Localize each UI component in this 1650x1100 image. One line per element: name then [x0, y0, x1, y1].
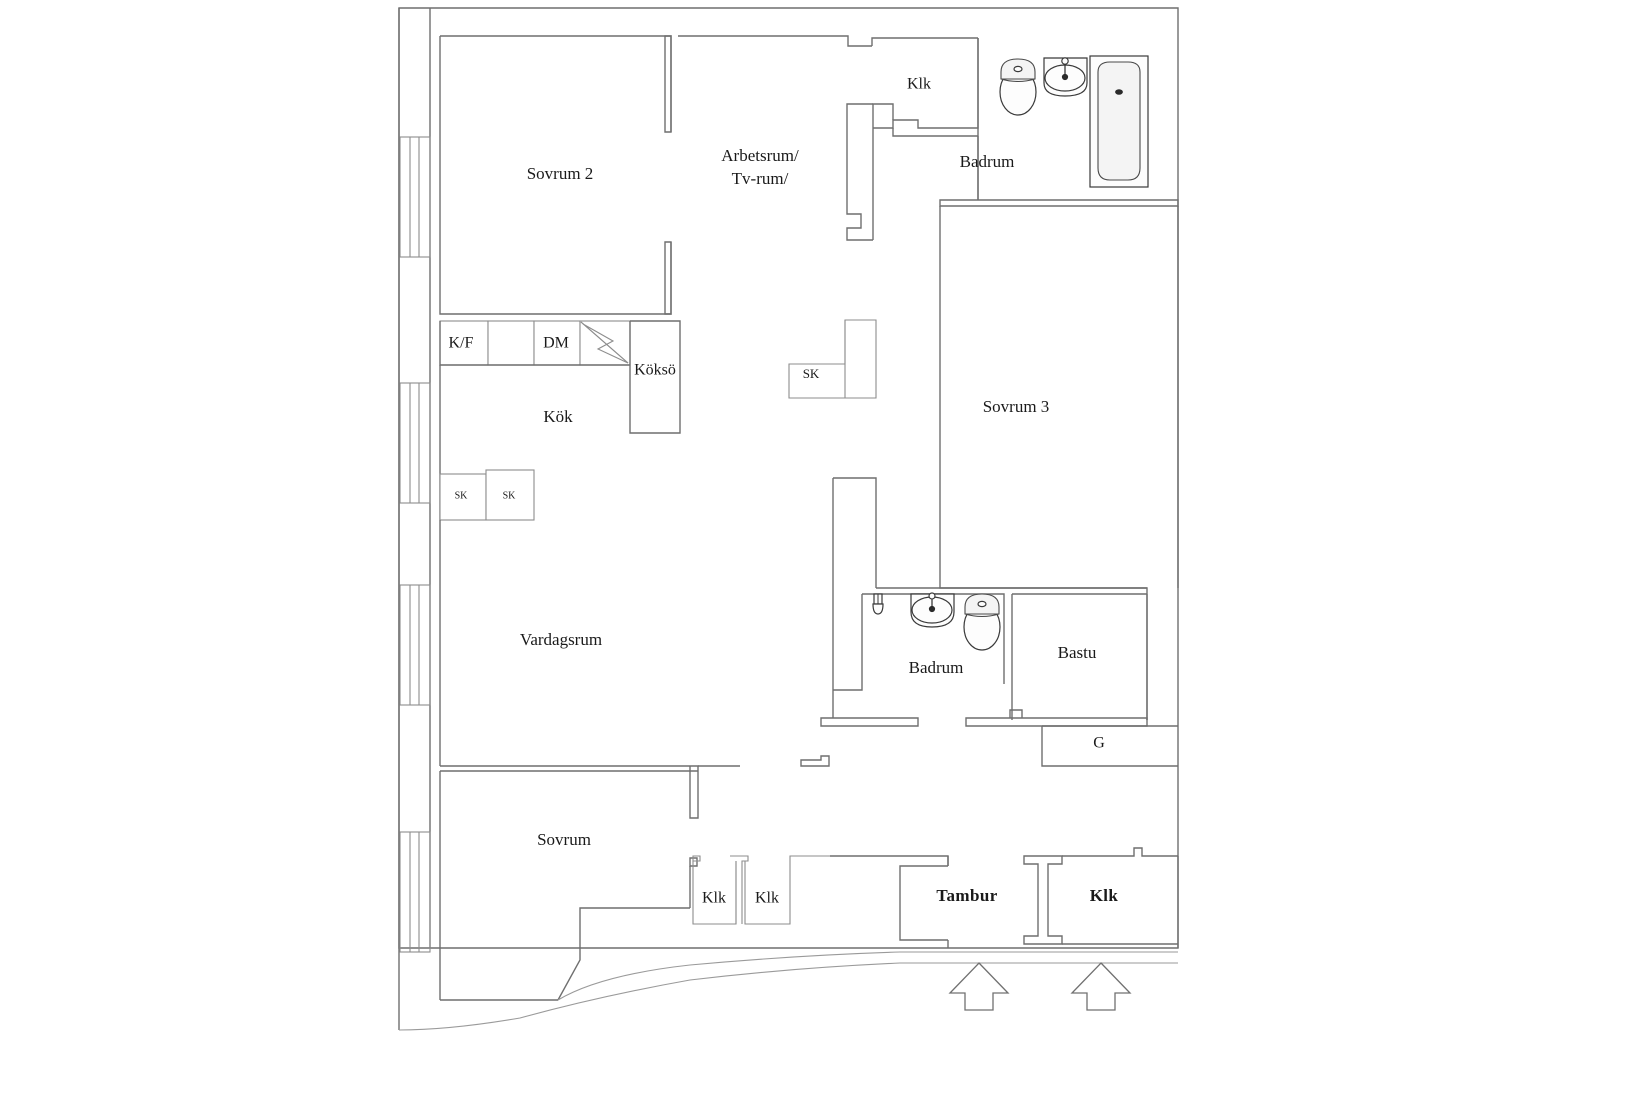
- label-klk-br: Klk: [1090, 886, 1119, 905]
- label-klk-top: Klk: [907, 76, 931, 93]
- terrace-outline: [398, 951, 1178, 1031]
- room-klk-bottomright-walls: [1062, 847, 1179, 948]
- label-tambur: Tambur: [936, 886, 997, 905]
- room-klk-top-walls: [846, 38, 979, 241]
- entrance-arrow-2: [1070, 962, 1132, 1011]
- room-badrum-top-walls: [939, 38, 1179, 207]
- bathtub-icon: [1089, 55, 1149, 188]
- window-group: [399, 136, 431, 953]
- room-kok-walls: [439, 320, 681, 766]
- label-kf: K/F: [449, 335, 474, 352]
- shower-tap-icon: [872, 593, 884, 615]
- window-3: [399, 584, 431, 706]
- toilet-upper-icon: [999, 58, 1037, 116]
- label-sovrum2: Sovrum 2: [527, 164, 594, 183]
- label-sk-sovrum3: SK: [803, 366, 820, 381]
- label-bastu: Bastu: [1058, 643, 1097, 662]
- room-sovrum-walls: [439, 770, 698, 1001]
- room-labels: Sovrum 2 Arbetsrum/ Tv-rum/ Klk Badrum K…: [449, 76, 1119, 907]
- label-kok: Kök: [543, 407, 573, 426]
- label-dm: DM: [543, 335, 569, 352]
- room-g-walls: [1041, 725, 1178, 767]
- room-vardagsrum-walls: [440, 717, 919, 819]
- label-sovrum: Sovrum: [537, 830, 591, 849]
- room-arbetsrum-walls: [678, 35, 978, 47]
- washbasin-lower-icon: [910, 592, 955, 628]
- label-kokso: Köksö: [634, 362, 676, 379]
- sk-closet-sovrum3: [788, 319, 877, 399]
- label-klk-b2: Klk: [755, 890, 779, 907]
- window-4: [399, 831, 431, 953]
- washbasin-upper-icon: [1043, 57, 1088, 97]
- toilet-lower-icon: [963, 593, 1001, 651]
- label-tvrum: Tv-rum/: [732, 169, 789, 188]
- label-sovrum3: Sovrum 3: [983, 397, 1050, 416]
- label-g: G: [1093, 735, 1105, 752]
- entrance-arrow-1: [948, 962, 1010, 1011]
- window-2: [399, 382, 431, 504]
- label-badrum-top: Badrum: [960, 152, 1015, 171]
- label-sk-kok-1: SK: [455, 490, 469, 501]
- room-sovrum2-walls: [439, 35, 672, 315]
- window-1: [399, 136, 431, 258]
- label-badrum-low: Badrum: [909, 658, 964, 677]
- label-sk-kok-2: SK: [503, 490, 517, 501]
- label-arbetsrum: Arbetsrum/: [721, 146, 799, 165]
- label-klk-b1: Klk: [702, 890, 726, 907]
- label-vardagsrum: Vardagsrum: [520, 630, 602, 649]
